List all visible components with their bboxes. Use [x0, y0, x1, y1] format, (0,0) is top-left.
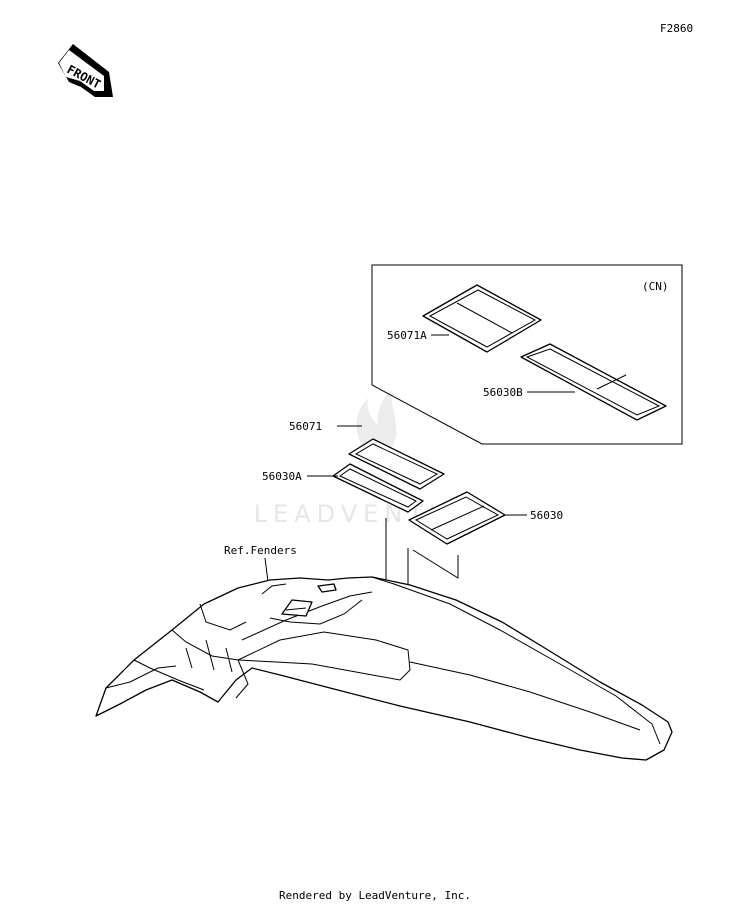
decal-56071: [348, 438, 445, 490]
decal-56030b: [520, 343, 667, 421]
callout-56030: 56030: [530, 509, 563, 522]
decal-56071a: [422, 284, 542, 353]
cn-region-label: (CN): [642, 280, 669, 293]
callout-56071a: 56071A: [387, 329, 427, 342]
decal-56030a: [332, 463, 424, 513]
callout-56071: 56071: [289, 420, 322, 433]
leader-ref-fenders: [264, 557, 269, 583]
front-arrow-icon: FRONT: [58, 44, 113, 97]
rear-fender: [95, 576, 673, 761]
decal-56030: [408, 491, 506, 545]
callout-56030b: 56030B: [483, 386, 523, 399]
figure-code: F2860: [660, 22, 693, 35]
flame-watermark-icon: [356, 390, 397, 455]
footer-credit: Rendered by LeadVenture, Inc.: [279, 889, 471, 902]
callout-56030a: 56030A: [262, 470, 302, 483]
ref-fenders-label: Ref.Fenders: [224, 544, 297, 557]
cn-variant-box: [371, 264, 683, 445]
